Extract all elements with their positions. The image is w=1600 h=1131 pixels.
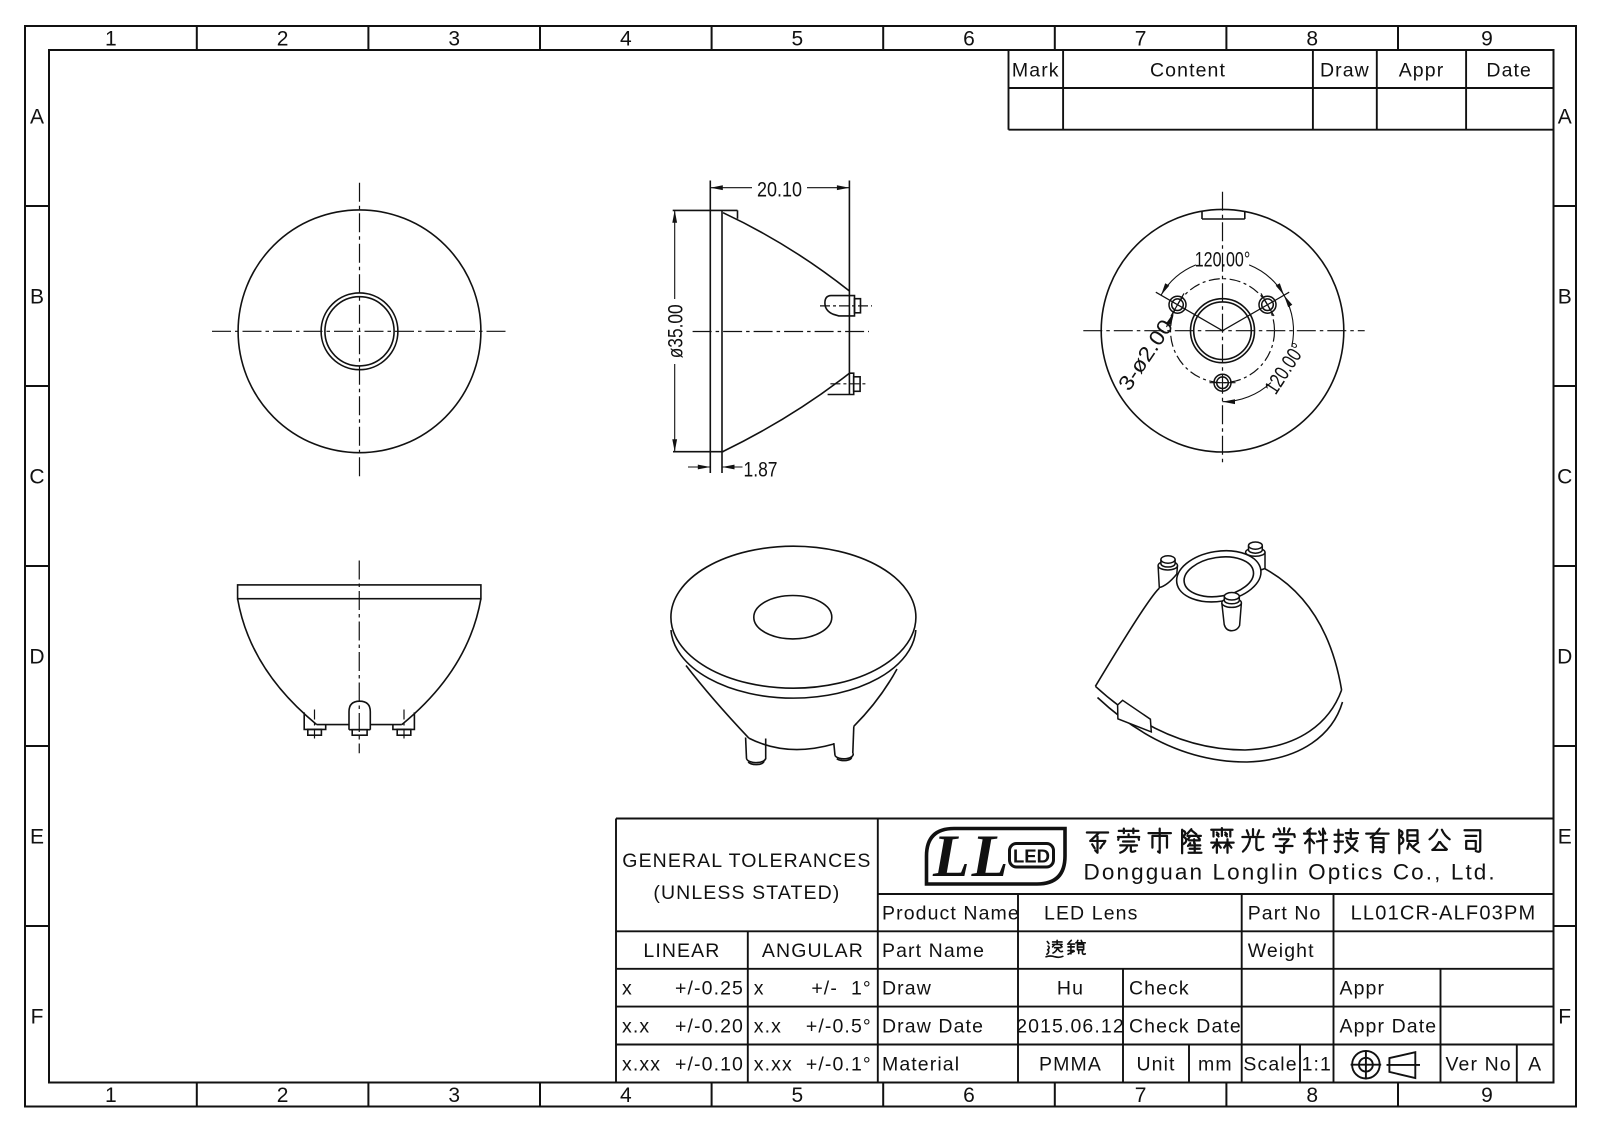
svg-text:F: F xyxy=(31,1006,44,1029)
svg-text:+/-0.5°: +/-0.5° xyxy=(806,1016,872,1038)
svg-text:Dongguan Longlin Optics Co., L: Dongguan Longlin Optics Co., Ltd. xyxy=(1084,860,1497,885)
svg-text:LED Lens: LED Lens xyxy=(1044,903,1138,925)
svg-text:1: 1 xyxy=(105,28,117,51)
svg-text:x.xx: x.xx xyxy=(622,1054,661,1076)
svg-text:9: 9 xyxy=(1481,1084,1493,1107)
svg-text:+/-0.20: +/-0.20 xyxy=(675,1016,744,1038)
svg-text:+/- 1°: +/- 1° xyxy=(811,978,871,1000)
svg-text:+/-0.25: +/-0.25 xyxy=(675,978,744,1000)
svg-text:Material: Material xyxy=(882,1054,960,1076)
svg-text:PMMA: PMMA xyxy=(1039,1054,1102,1076)
svg-text:Check Date: Check Date xyxy=(1129,1016,1242,1038)
svg-text:LED: LED xyxy=(1013,846,1050,867)
svg-text:Draw Date: Draw Date xyxy=(882,1016,984,1038)
svg-text:7: 7 xyxy=(1135,1084,1147,1107)
svg-text:1.87: 1.87 xyxy=(744,459,778,482)
svg-text:D: D xyxy=(29,646,44,669)
svg-text:(UNLESS STATED): (UNLESS STATED) xyxy=(653,882,840,904)
svg-text:x: x xyxy=(754,978,765,1000)
svg-text:A: A xyxy=(1528,1054,1542,1076)
svg-text:ø35.00: ø35.00 xyxy=(665,304,688,358)
svg-text:C: C xyxy=(29,466,44,489)
svg-text:3: 3 xyxy=(448,28,460,51)
svg-text:2: 2 xyxy=(277,28,289,51)
svg-text:Unit: Unit xyxy=(1136,1054,1175,1076)
svg-text:8: 8 xyxy=(1306,1084,1318,1107)
svg-text:D: D xyxy=(1557,646,1572,669)
svg-text:Part Name: Part Name xyxy=(882,940,985,962)
svg-text:x: x xyxy=(622,978,633,1000)
svg-text:+/-0.10: +/-0.10 xyxy=(675,1054,744,1076)
svg-text:Part No: Part No xyxy=(1248,903,1322,925)
svg-text:Hu: Hu xyxy=(1057,978,1084,1000)
svg-text:6: 6 xyxy=(963,1084,975,1107)
svg-text:B: B xyxy=(1558,286,1572,309)
svg-text:1: 1 xyxy=(105,1084,117,1107)
svg-text:E: E xyxy=(30,826,44,849)
svg-text:2015.06.12: 2015.06.12 xyxy=(1016,1016,1125,1038)
svg-text:Ver No: Ver No xyxy=(1445,1054,1511,1076)
svg-text:9: 9 xyxy=(1481,28,1493,51)
svg-text:+/-0.1°: +/-0.1° xyxy=(806,1054,872,1076)
svg-text:B: B xyxy=(30,286,44,309)
svg-text:8: 8 xyxy=(1306,28,1318,51)
svg-text:Appr: Appr xyxy=(1399,60,1445,82)
svg-text:2: 2 xyxy=(277,1084,289,1107)
svg-text:Appr Date: Appr Date xyxy=(1340,1016,1438,1038)
svg-text:x.xx: x.xx xyxy=(754,1054,793,1076)
svg-text:4: 4 xyxy=(620,28,632,51)
svg-text:4: 4 xyxy=(620,1084,632,1107)
svg-text:A: A xyxy=(1558,106,1572,129)
svg-text:Check: Check xyxy=(1129,978,1190,1000)
svg-text:5: 5 xyxy=(792,28,804,51)
svg-text:Draw: Draw xyxy=(882,978,932,1000)
svg-text:20.10: 20.10 xyxy=(757,179,802,202)
svg-text:ANGULAR: ANGULAR xyxy=(762,940,864,962)
svg-text:x.x: x.x xyxy=(754,1016,782,1038)
svg-text:Mark: Mark xyxy=(1012,60,1060,82)
svg-text:x.x: x.x xyxy=(622,1016,650,1038)
svg-text:C: C xyxy=(1557,466,1572,489)
svg-text:5: 5 xyxy=(792,1084,804,1107)
svg-text:LL: LL xyxy=(932,823,1010,889)
svg-text:A: A xyxy=(30,106,44,129)
svg-text:Weight: Weight xyxy=(1248,940,1315,962)
svg-text:F: F xyxy=(1558,1006,1571,1029)
svg-text:Draw: Draw xyxy=(1320,60,1370,82)
svg-text:LL01CR-ALF03PM: LL01CR-ALF03PM xyxy=(1351,903,1537,925)
svg-text:Date: Date xyxy=(1486,60,1532,82)
svg-text:GENERAL TOLERANCES: GENERAL TOLERANCES xyxy=(622,850,871,872)
svg-text:3: 3 xyxy=(448,1084,460,1107)
svg-text:E: E xyxy=(1558,826,1572,849)
svg-text:Scale: Scale xyxy=(1243,1054,1297,1076)
svg-text:120.00°: 120.00° xyxy=(1195,249,1251,272)
svg-text:mm: mm xyxy=(1198,1054,1233,1076)
svg-text:Content: Content xyxy=(1150,60,1226,82)
svg-text:Product Name: Product Name xyxy=(882,903,1020,925)
svg-text:Appr: Appr xyxy=(1340,978,1386,1000)
svg-text:7: 7 xyxy=(1135,28,1147,51)
svg-text:LINEAR: LINEAR xyxy=(643,940,720,962)
svg-text:1:1: 1:1 xyxy=(1302,1054,1332,1076)
svg-text:6: 6 xyxy=(963,28,975,51)
